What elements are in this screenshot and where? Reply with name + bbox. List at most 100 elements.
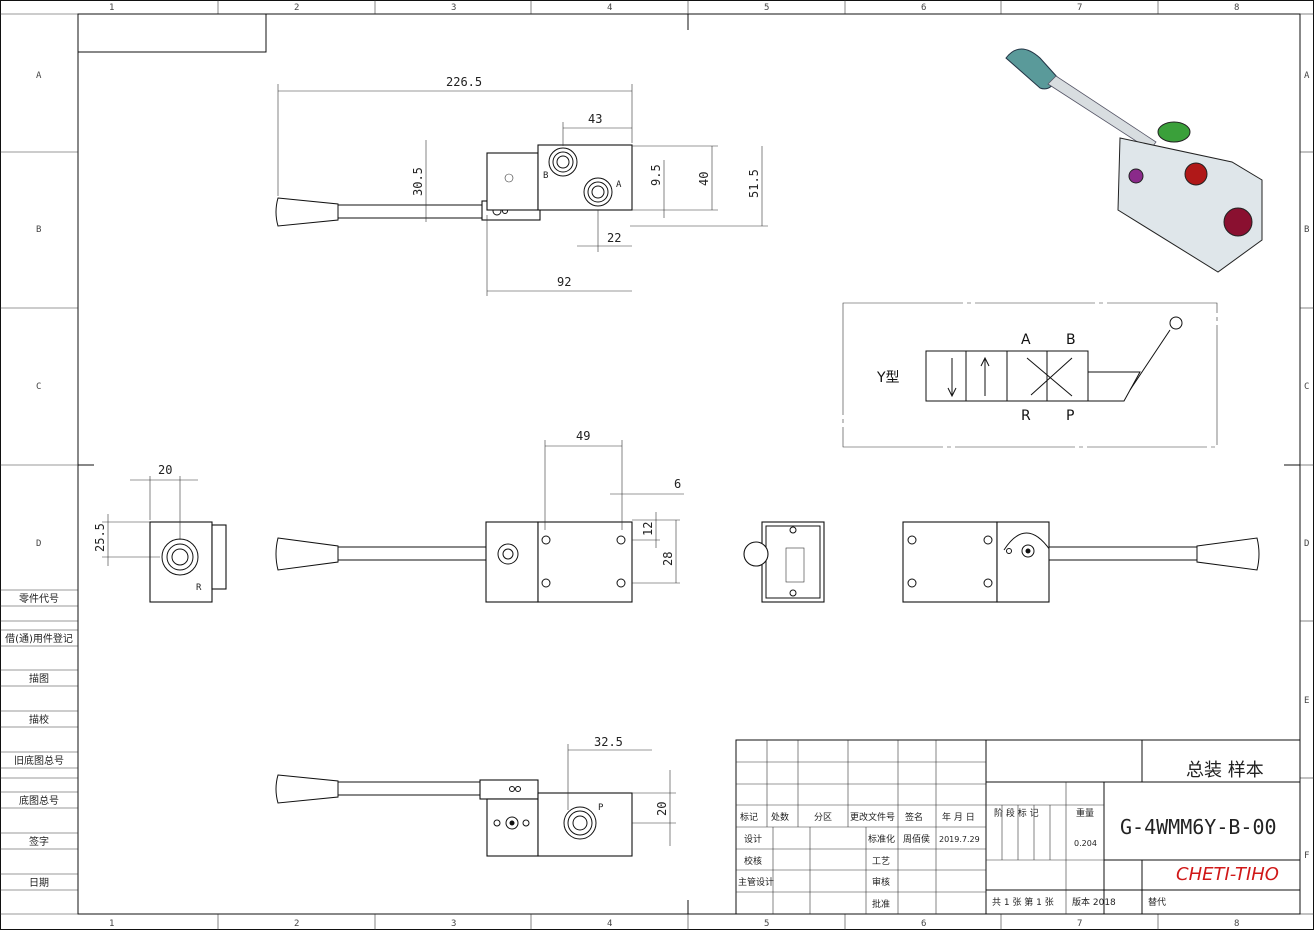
col-label: 5 (764, 3, 769, 13)
col-label: 8 (1234, 3, 1239, 13)
col-label: 2 (294, 919, 299, 929)
tb-weight-label: 重量 (1076, 807, 1094, 819)
port-p-label: P (598, 803, 604, 813)
dim-43: 43 (588, 112, 602, 126)
dim-overall-length: 226.5 (446, 75, 482, 89)
side-label: 描校 (29, 713, 49, 726)
row-label: D (36, 539, 41, 549)
side-label: 底图总号 (19, 794, 59, 807)
dim-40: 40 (697, 172, 711, 186)
tb-weight-value: 0.204 (1074, 839, 1097, 848)
title-block: 标记 处数 分区 更改文件号 签名 年 月 日 设计 标准化 周佰侯 2019.… (735, 739, 1301, 915)
side-label: 借(通)用件登记 (5, 632, 73, 645)
isometric-view (1005, 48, 1263, 273)
col-label: 4 (607, 3, 612, 13)
dim-9-5: 9.5 (649, 164, 663, 186)
port-b-label: B (543, 171, 548, 181)
col-label: 3 (451, 3, 456, 13)
symbol-port-b: B (1066, 332, 1076, 348)
row-label: A (1304, 71, 1310, 81)
tb-drawing-number: G-4WMM6Y-B-00 (1120, 815, 1277, 839)
col-label: 7 (1077, 3, 1082, 13)
row-label: F (1304, 851, 1309, 861)
row-label: C (36, 382, 41, 392)
col-label: 1 (109, 919, 114, 929)
port-a-label: A (616, 180, 622, 190)
rev-header: 年 月 日 (942, 811, 975, 823)
rev-header: 分区 (814, 812, 832, 823)
tb-chief-label: 主管设计 (738, 876, 774, 888)
row-label: B (36, 225, 41, 235)
tb-version: 版本 2018 (1072, 896, 1116, 908)
rev-header: 签名 (905, 811, 923, 823)
row-label: C (1304, 382, 1309, 392)
dim-6: 6 (674, 477, 681, 491)
grid-row-labels: A B C D A B C D E F (36, 71, 1310, 861)
tb-replace: 替代 (1148, 896, 1166, 908)
dim-51-5: 51.5 (747, 169, 761, 198)
dim-25-5: 25.5 (93, 523, 107, 552)
port-r-label: R (196, 583, 202, 593)
dim-32-5: 32.5 (594, 735, 623, 749)
side-record-table: 零件代号 借(通)用件登记 描图 描校 旧底图总号 底图总号 签字 日期 (0, 589, 78, 891)
side-label: 日期 (29, 877, 49, 889)
side-label: 描图 (29, 672, 49, 685)
tb-date: 2019.7.29 (939, 835, 980, 844)
dim-22: 22 (607, 231, 621, 245)
dim-20-bottom: 20 (655, 802, 669, 816)
col-label: 5 (764, 919, 769, 929)
port-a-circle (583, 177, 613, 207)
tb-design-label: 设计 (744, 833, 762, 845)
col-label: 4 (607, 919, 612, 929)
tb-sheets: 共 1 张 第 1 张 (992, 896, 1054, 908)
top-view: B A 226.5 43 30.5 40 51.5 9.5 22 92 (275, 75, 768, 296)
row-label: E (1304, 696, 1309, 706)
col-label: 2 (294, 3, 299, 13)
col-label: 8 (1234, 919, 1239, 929)
symbol-port-p: P (1066, 408, 1074, 424)
rear-view (902, 521, 1260, 603)
col-label: 3 (451, 919, 456, 929)
dim-49: 49 (576, 429, 590, 443)
row-label: D (1304, 539, 1309, 549)
col-label: 6 (921, 3, 926, 13)
col-label: 1 (109, 3, 114, 13)
tb-designer: 周佰侯 (903, 833, 930, 845)
left-view: R 20 25.5 (93, 463, 227, 603)
tb-review-label: 审核 (872, 876, 890, 888)
tb-title: 总装 样本 (1186, 760, 1264, 781)
tb-approve-label: 批准 (872, 898, 890, 910)
rev-header: 更改文件号 (850, 811, 895, 823)
rev-header: 处数 (771, 811, 789, 823)
dim-28: 28 (661, 552, 675, 566)
grid-column-labels: 1 2 3 4 5 6 7 8 1 2 3 4 5 6 7 8 (109, 3, 1239, 929)
side-label: 签字 (29, 835, 49, 848)
valve-body-top (537, 144, 633, 211)
dim-30-5: 30.5 (411, 167, 425, 196)
tb-process-label: 工艺 (872, 856, 890, 867)
lever-rod (337, 204, 485, 219)
port-b-circle (548, 147, 578, 177)
rev-header: 标记 (740, 811, 758, 823)
tb-check-label: 校核 (744, 855, 762, 867)
row-label: A (36, 71, 42, 81)
tb-brand: CHETI-TIHO (1176, 864, 1279, 885)
right-view (743, 521, 825, 603)
hydraulic-symbol: Y型 A B R P (842, 302, 1218, 448)
side-label: 零件代号 (19, 593, 59, 605)
col-label: 6 (921, 919, 926, 929)
tb-stage-label: 阶 段 标 记 (994, 807, 1039, 819)
lever-grip (275, 197, 339, 227)
dim-20: 20 (158, 463, 172, 477)
col-label: 7 (1077, 919, 1082, 929)
iso-body (1117, 137, 1263, 273)
row-label: B (1304, 225, 1309, 235)
dim-92: 92 (557, 275, 571, 289)
side-label: 旧底图总号 (14, 754, 64, 767)
symbol-port-r: R (1021, 408, 1031, 424)
symbol-type-label: Y型 (876, 370, 900, 386)
symbol-port-a: A (1021, 332, 1031, 348)
dim-12: 12 (641, 522, 655, 536)
